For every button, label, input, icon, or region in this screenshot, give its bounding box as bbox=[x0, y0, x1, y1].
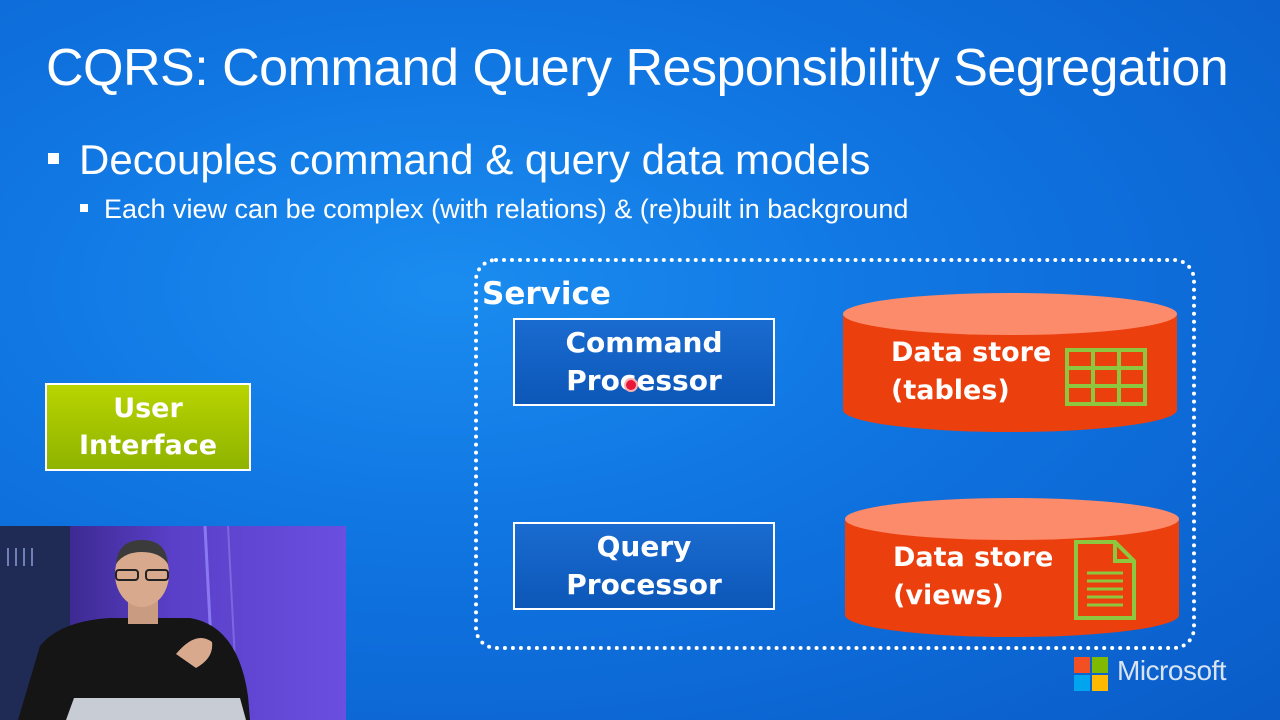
bullet-square-icon bbox=[80, 203, 88, 212]
data-store-tables: Data store (tables) bbox=[843, 292, 1177, 432]
table-grid-icon bbox=[1065, 348, 1147, 406]
bullet-2-text: Each view can be complex (with relations… bbox=[104, 194, 909, 224]
presenter-video-inset bbox=[0, 526, 346, 720]
database-cylinder-icon bbox=[845, 498, 1179, 637]
query-processor-line2: Processor bbox=[566, 568, 722, 601]
bullet-level-2: Each view can be complex (with relations… bbox=[80, 194, 908, 225]
bullet-square-icon bbox=[48, 153, 59, 165]
bullet-level-1: Decouples command & query data models bbox=[48, 136, 870, 184]
document-icon bbox=[1074, 540, 1136, 620]
user-interface-box: User Interface bbox=[45, 383, 251, 471]
data-store-tables-line2: (tables) bbox=[891, 375, 1010, 406]
service-label: Service bbox=[482, 276, 611, 312]
command-processor-line1: Command bbox=[565, 326, 723, 359]
query-processor-line1: Query bbox=[596, 530, 692, 563]
query-processor-box: Query Processor bbox=[513, 522, 775, 610]
microsoft-logo-icon bbox=[1074, 657, 1108, 691]
data-store-tables-label: Data store (tables) bbox=[891, 334, 1051, 410]
user-interface-line2: Interface bbox=[78, 430, 218, 461]
command-processor-line2: Processor bbox=[566, 364, 722, 397]
data-store-views-label: Data store (views) bbox=[893, 539, 1053, 615]
data-store-views: Data store (views) bbox=[845, 497, 1179, 637]
bullet-1-text: Decouples command & query data models bbox=[79, 136, 871, 183]
presenter-video-icon bbox=[0, 526, 346, 720]
laser-pointer-dot bbox=[624, 378, 638, 392]
slide-title: CQRS: Command Query Responsibility Segre… bbox=[46, 39, 1229, 97]
command-processor-box: Command Processor bbox=[513, 318, 775, 406]
data-store-views-line1: Data store bbox=[893, 542, 1054, 573]
data-store-tables-line1: Data store bbox=[891, 337, 1052, 368]
user-interface-line1: User bbox=[113, 393, 183, 424]
data-store-views-line2: (views) bbox=[893, 580, 1004, 611]
microsoft-logo-text: Microsoft bbox=[1117, 655, 1227, 686]
database-cylinder-icon bbox=[843, 293, 1177, 432]
service-boundary bbox=[474, 258, 1196, 650]
